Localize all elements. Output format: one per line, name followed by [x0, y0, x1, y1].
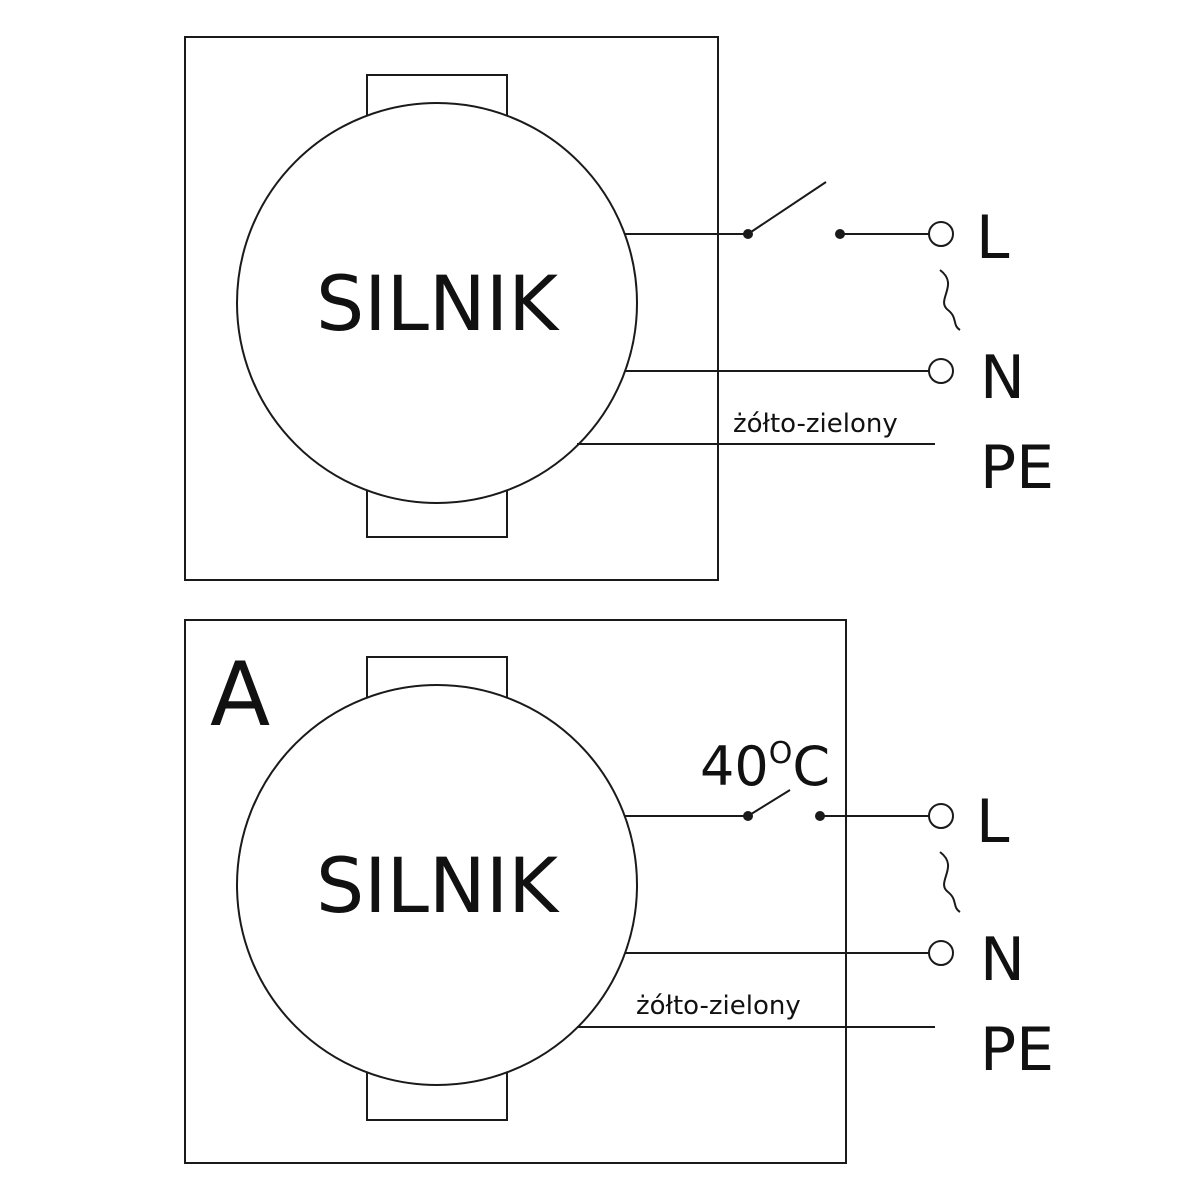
wire-pe-label: żółto-zielony	[733, 409, 898, 439]
terminal-n-label: N	[980, 925, 1025, 995]
terminal-l-label: L	[976, 203, 1010, 273]
motor-label: SILNIK	[316, 259, 560, 348]
terminal-l	[928, 803, 954, 829]
terminal-l	[928, 221, 954, 247]
switch-blade	[747, 181, 827, 235]
enclosure-frame	[184, 619, 847, 1164]
terminal-n	[928, 940, 954, 966]
corner-letter: A	[210, 643, 270, 746]
diagram-bottom: A SILNIK 40OC L N żółto-zielony PE	[184, 619, 1054, 1164]
terminal-n	[928, 358, 954, 384]
enclosure-frame	[184, 36, 719, 581]
terminal-pe-label: PE	[980, 1015, 1054, 1085]
motor-circle	[236, 684, 638, 1086]
ac-wave-symbol	[939, 851, 961, 913]
diagram-top: SILNIK L N żółto-zielony PE	[184, 36, 1054, 581]
motor-circle	[236, 102, 638, 504]
switch-blade	[747, 789, 791, 817]
motor-label: SILNIK	[316, 841, 560, 930]
wire-pe-label: żółto-zielony	[636, 991, 801, 1021]
terminal-pe-label: PE	[980, 433, 1054, 503]
terminal-n-label: N	[980, 343, 1025, 413]
thermostat-label: 40OC	[700, 735, 830, 798]
ac-wave-symbol	[939, 269, 961, 331]
terminal-l-label: L	[976, 787, 1010, 857]
